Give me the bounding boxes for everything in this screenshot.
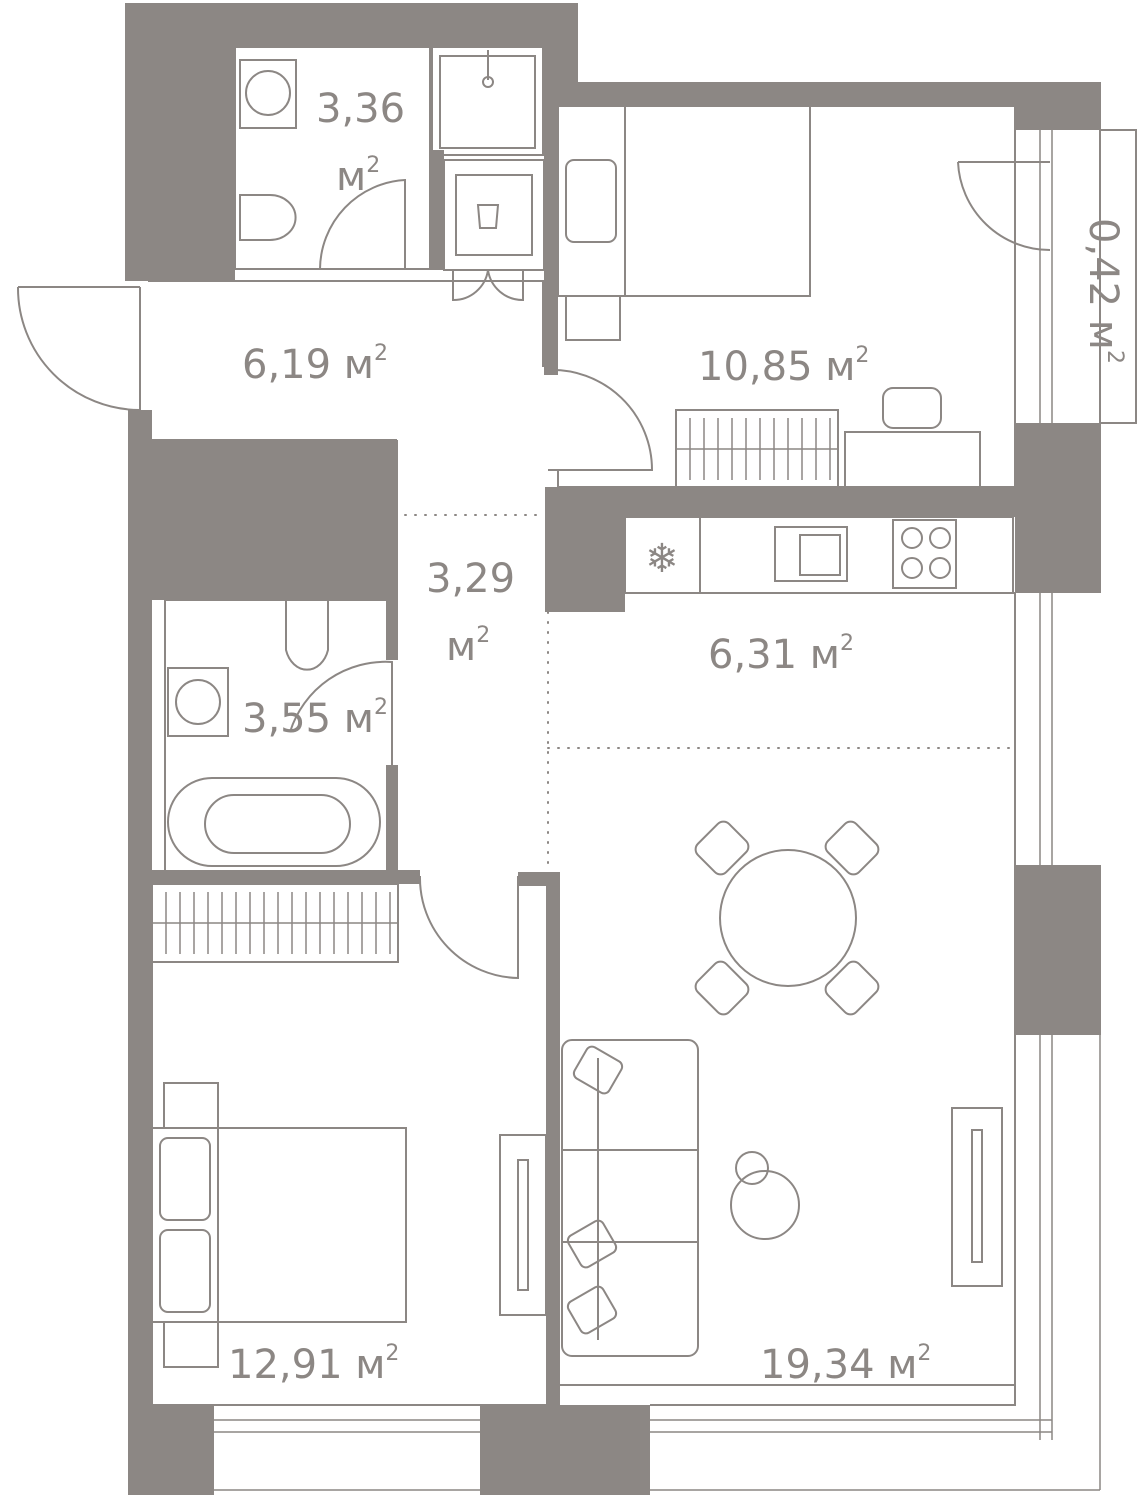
wall-wc-divider: [430, 150, 444, 270]
bedroom1-outline: [557, 105, 1016, 488]
shower-room-outline: [431, 46, 544, 156]
wall-right-pillar-2: [1015, 865, 1101, 1035]
dining-chair-1: [694, 820, 750, 876]
hallway-outline-2: [147, 410, 208, 441]
wall-right-pillar-1: [1015, 423, 1101, 593]
door-laundry: [452, 269, 524, 302]
sink-bath-bowl: [175, 679, 221, 725]
balcony-outline: [1099, 129, 1137, 424]
dining-table-icon: [719, 849, 857, 987]
zone-separators: [404, 514, 1011, 871]
wardrobe-hall-slats: [208, 448, 396, 508]
bed1-icon: [557, 105, 811, 297]
outlines: [147, 46, 1137, 1491]
door-bedroom1: [547, 368, 654, 471]
wall-top-right: [543, 82, 1101, 106]
wall-left-bottom: [128, 1405, 214, 1495]
dining-chair-4: [824, 960, 880, 1016]
desk-icon: [844, 431, 981, 489]
wall-bedroom1-bottom: [545, 487, 1015, 517]
bed2-pillow-1: [159, 1137, 211, 1221]
kitchen-sink-bowl: [799, 534, 841, 576]
area-unit-wc: м2: [336, 153, 380, 200]
washing-basket: [476, 204, 500, 229]
bed2-nightstand-2: [163, 1321, 219, 1368]
area-label-kitchen: 6,31 м2: [708, 631, 854, 678]
stove-icon: [892, 519, 957, 589]
area-label-balcony: 0,42 м2: [1080, 218, 1127, 364]
area-label-hallway: 6,19 м2: [242, 341, 388, 388]
bed1-nightstand: [565, 295, 621, 341]
dining-chair-3: [694, 960, 750, 1016]
wall-bath-right-2: [386, 765, 398, 875]
tv-bedroom2-screen: [517, 1159, 529, 1291]
washing-machine-icon: [455, 174, 533, 256]
sink-bowl-wc: [245, 70, 291, 116]
toilet-bath-icon: [285, 600, 329, 671]
door-entrance: [16, 286, 141, 412]
room-area-wc: 3,36: [316, 86, 405, 132]
door-balcony: [957, 161, 1051, 252]
walls: [125, 3, 1101, 1495]
wall-bath-right: [386, 600, 398, 660]
door-bath: [289, 660, 393, 766]
burner-2: [929, 527, 951, 549]
wall-center-partition: [544, 100, 558, 375]
burner-4: [929, 557, 951, 579]
living-outline: [625, 592, 1016, 1406]
furniture: ❄: [151, 50, 1014, 1368]
bed2-nightstand-1: [163, 1082, 219, 1129]
sink-bath-icon: [167, 667, 229, 737]
chair-icon: [882, 387, 942, 429]
area-unit-corridor: м2: [446, 623, 490, 670]
sofa-cushion-2: [566, 1219, 618, 1269]
wall-hall-bath: [128, 440, 398, 600]
wall-bottom-center: [480, 1405, 650, 1495]
sofa-cushion-3: [566, 1285, 618, 1335]
coffee-table-icon: [730, 1170, 800, 1240]
bed1-pillow: [565, 159, 617, 243]
area-label-bedroom2: 12,91 м2: [228, 1341, 399, 1388]
wall-left-upper: [125, 3, 235, 281]
area-label-bathroom: 3,55 м2: [242, 695, 388, 742]
wall-right-top-stub: [1015, 82, 1101, 130]
wardrobe1-slats: [676, 418, 838, 480]
bed2-pillow-2: [159, 1229, 211, 1313]
area-label-wc: 3,36: [316, 86, 405, 132]
bathtub-icon: [167, 777, 381, 867]
door-bedroom2: [418, 875, 519, 980]
wardrobe2-slats: [152, 892, 398, 954]
area-label-bedroom1: 10,85 м2: [698, 343, 869, 390]
burner-1: [901, 527, 923, 549]
wall-bed2-right: [546, 872, 560, 1407]
burner-3: [901, 557, 923, 579]
bed2-icon: [151, 1127, 407, 1323]
dining-chair-2: [824, 820, 880, 876]
kitchen-sink-icon: [774, 526, 848, 582]
area-labels: 3,36 м2 6,19 м2 10,85 м2 0,42 м2 3,29 м2…: [228, 86, 1127, 1388]
tv-bedroom2-icon: [499, 1134, 547, 1316]
tv-living-screen: [971, 1129, 983, 1263]
area-label-living: 19,34 м2: [760, 1341, 931, 1388]
wall-bath-bottom: [152, 870, 420, 884]
wc-outline: [234, 46, 431, 270]
snowflake-icon: ❄: [645, 536, 679, 582]
sofa-icon: [561, 1039, 699, 1357]
sink-wc-icon: [239, 59, 297, 129]
door-wc: [319, 178, 406, 270]
side-table-icon: [735, 1151, 769, 1185]
laundry-outline: [443, 159, 545, 271]
area-label-corridor: 3,29: [426, 556, 515, 602]
bedroom2-outline: [151, 884, 546, 1406]
sofa-cushion-1: [572, 1045, 624, 1095]
hallway-outline: [148, 280, 544, 367]
kitchen-counter: [624, 516, 1014, 594]
doors: [16, 161, 1051, 980]
toilet-wc-icon: [239, 194, 297, 241]
shower-tap-knob: [482, 76, 494, 88]
tv-living-icon: [951, 1107, 1003, 1287]
bathtub-inner: [204, 794, 351, 854]
